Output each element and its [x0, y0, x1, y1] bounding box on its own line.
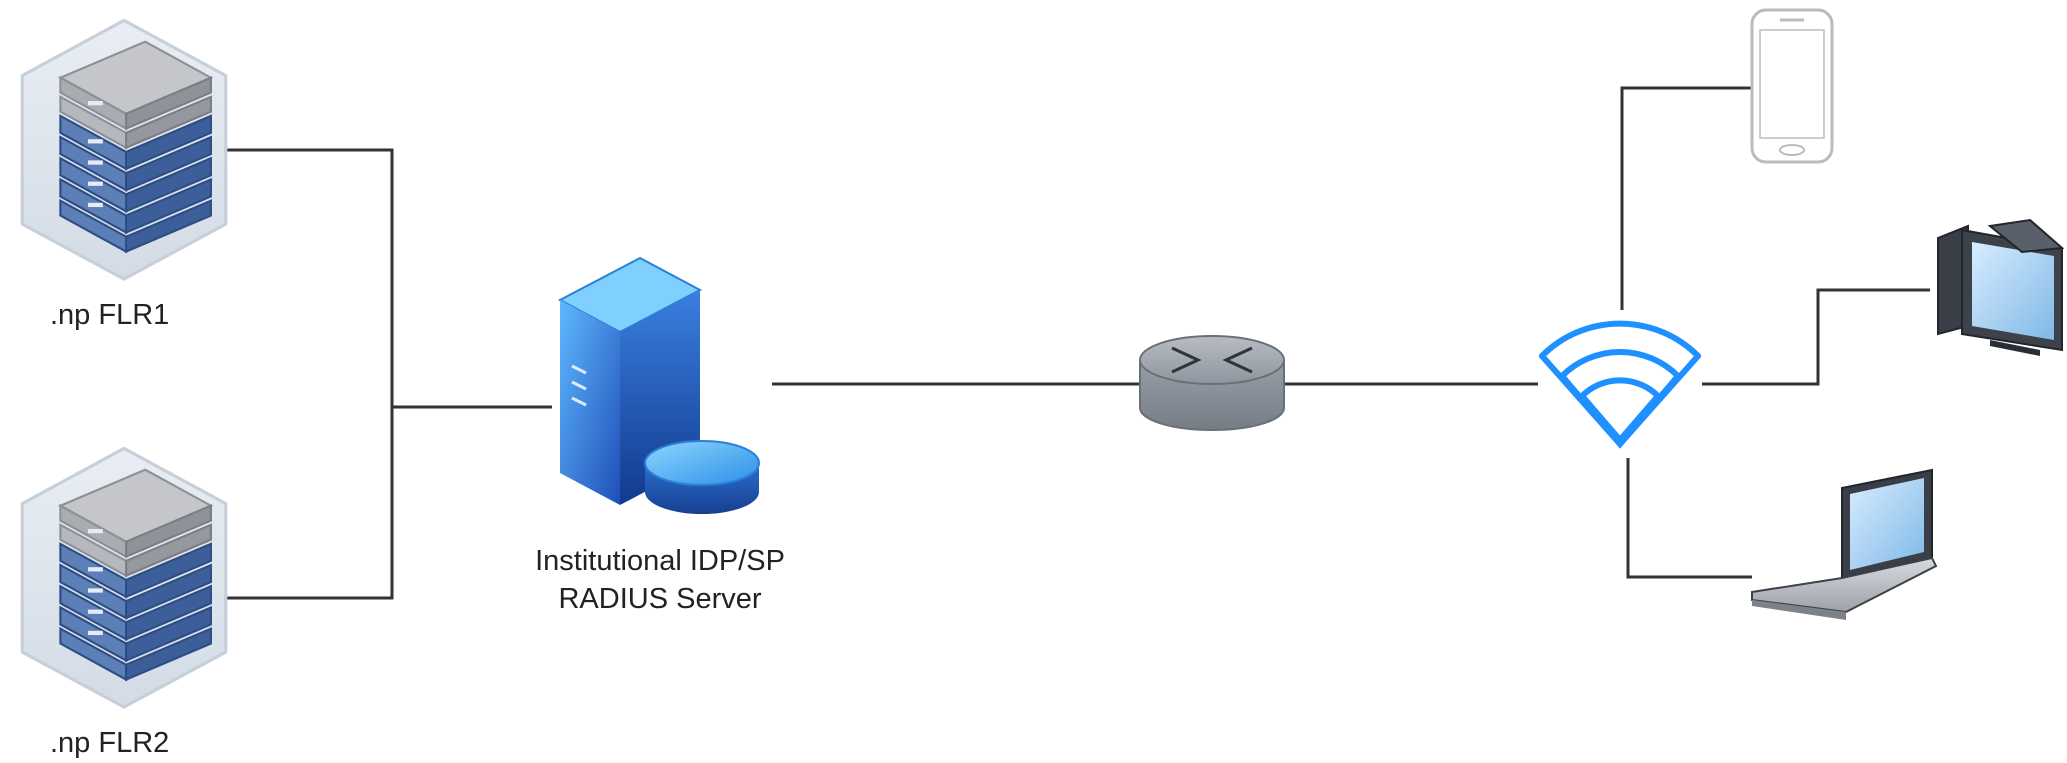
flr1-server-rack-icon: [20, 18, 228, 281]
radius-label-line1: Institutional IDP/SP: [535, 545, 785, 577]
edge-wifi-laptop: [1626, 458, 1752, 579]
radius-label-line2: RADIUS Server: [558, 583, 762, 615]
radius-server-label: Institutional IDP/SP RADIUS Server: [495, 542, 825, 618]
smartphone-icon: [1750, 8, 1834, 164]
edge-wifi-phone: [1620, 86, 1752, 310]
desktop-computer-icon: [1937, 218, 2065, 356]
laptop-icon: [1751, 468, 1938, 620]
radius-server-icon: [557, 256, 760, 514]
edge-flr1-radius: [225, 148, 552, 409]
flr1-label: .np FLR1: [50, 299, 170, 331]
edge-flr2-radius: [225, 407, 394, 600]
router-icon: [1139, 335, 1285, 431]
flr2-label: .np FLR2: [50, 727, 170, 759]
flr2-server-rack-icon: [20, 446, 228, 709]
edge-wifi-desktop: [1702, 288, 1930, 386]
wifi-access-point-icon: [1539, 320, 1701, 449]
connection-lines: [225, 86, 1930, 600]
